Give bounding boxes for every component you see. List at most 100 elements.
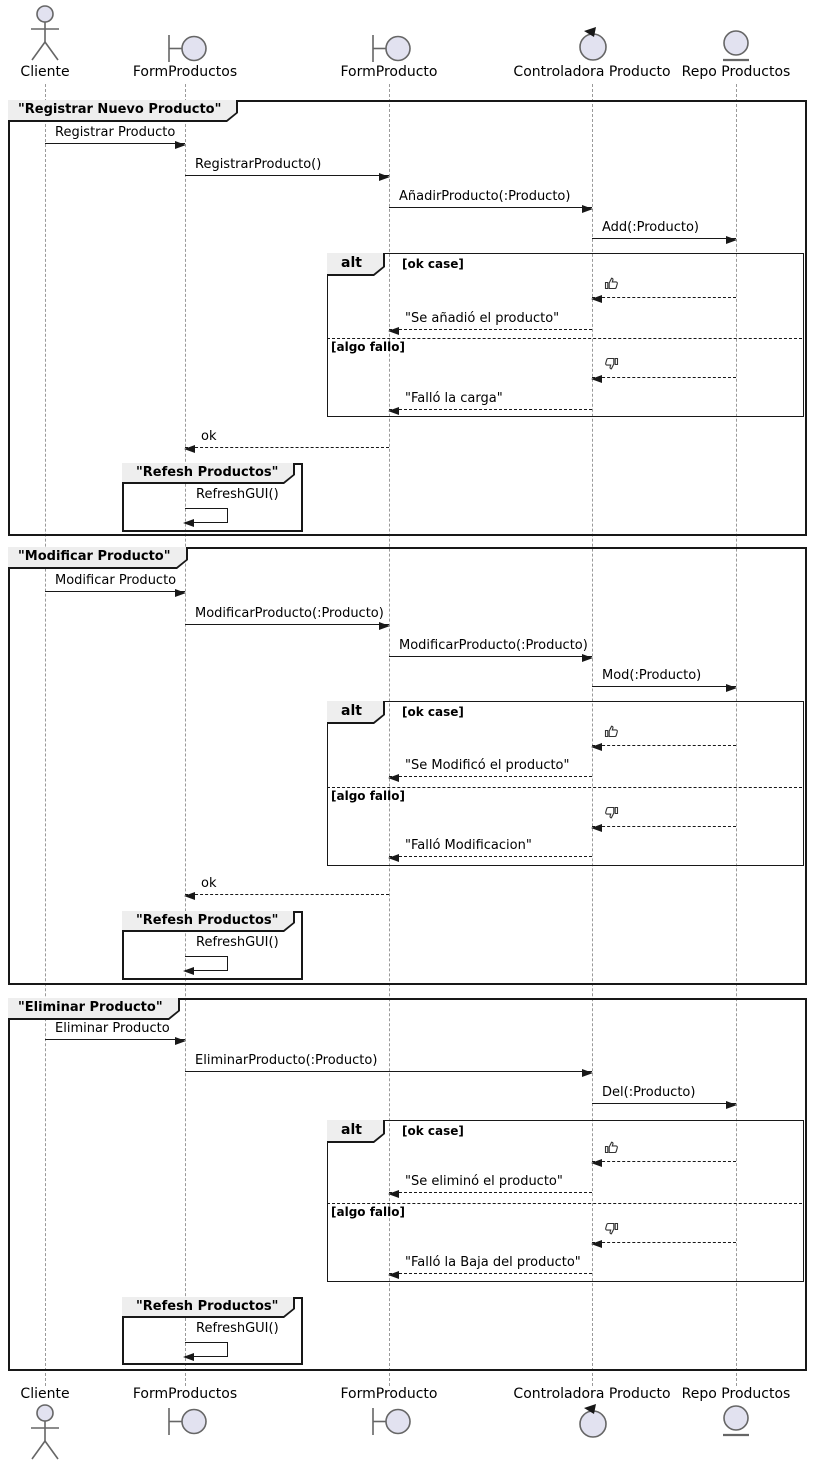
boundary-icon bbox=[370, 1406, 412, 1441]
self-message-loop bbox=[183, 1342, 228, 1361]
message-ok-ack: ok bbox=[184, 875, 389, 900]
alt-fragment bbox=[327, 701, 804, 866]
entity-icon bbox=[719, 1404, 753, 1442]
message-label: "Falló Modificacion" bbox=[405, 838, 532, 853]
message-label: AñadirProducto(:Producto) bbox=[399, 189, 571, 204]
thumbs-up-icon bbox=[604, 724, 619, 743]
message-fallo-baja: "Falló la Baja del producto" bbox=[388, 1254, 592, 1279]
arrowhead-right-icon bbox=[379, 622, 390, 630]
arrowhead-left-icon bbox=[183, 519, 194, 527]
alt-operator-tab: alt bbox=[327, 701, 385, 724]
thumbs-up-icon bbox=[604, 276, 619, 295]
alt-guard-fail: [algo fallo] bbox=[331, 340, 405, 354]
self-message-loop bbox=[183, 508, 228, 527]
arrowhead-left-icon bbox=[388, 1190, 399, 1198]
alt-fragment bbox=[327, 1120, 804, 1282]
arrowhead-right-icon bbox=[582, 205, 593, 213]
message-label: ModificarProducto(:Producto) bbox=[195, 606, 384, 621]
message-label: "Falló la Baja del producto" bbox=[405, 1255, 581, 1270]
message-label: "Se añadió el producto" bbox=[405, 311, 560, 326]
alt-divider bbox=[327, 1203, 802, 1204]
message-registrarproducto-call: RegistrarProducto() bbox=[185, 156, 390, 181]
message-label: ModificarProducto(:Producto) bbox=[399, 638, 588, 653]
message-label: "Falló la carga" bbox=[405, 391, 503, 406]
lifeline-cliente bbox=[45, 84, 46, 1386]
message-fallo-modificacion: "Falló Modificacion" bbox=[388, 837, 592, 862]
message-label: ok bbox=[201, 429, 217, 444]
message-result-ok bbox=[591, 1141, 736, 1167]
arrowhead-left-icon bbox=[183, 967, 194, 975]
message-result-fail bbox=[591, 1222, 736, 1248]
self-message-label: RefreshGUI() bbox=[196, 487, 279, 502]
message-label: Add(:Producto) bbox=[602, 220, 700, 235]
message-se-modifico: "Se Modificó el producto" bbox=[388, 757, 592, 782]
participant-label-formproductos: FormProductos bbox=[132, 64, 238, 80]
frame-eliminar-tab: "Eliminar Producto" bbox=[8, 998, 180, 1020]
arrowhead-right-icon bbox=[379, 173, 390, 181]
frame-title: "Modificar Producto" bbox=[18, 549, 171, 564]
arrowhead-right-icon bbox=[175, 589, 186, 597]
arrowhead-left-icon bbox=[591, 295, 602, 303]
arrowhead-left-icon bbox=[591, 824, 602, 832]
message-mod-call: Mod(:Producto) bbox=[592, 667, 737, 692]
participant-label-controladora: Controladora Producto bbox=[513, 64, 671, 80]
boundary-icon bbox=[166, 1406, 208, 1441]
message-label: Registrar Producto bbox=[55, 125, 176, 140]
arrowhead-right-icon bbox=[726, 1101, 737, 1109]
participant-label-formproducto: FormProducto bbox=[340, 64, 438, 80]
control-icon bbox=[577, 26, 609, 66]
message-se-anadio: "Se añadió el producto" bbox=[388, 310, 592, 335]
boundary-icon bbox=[370, 33, 412, 68]
group-refresh-tab: "Refesh Productos" bbox=[122, 1297, 295, 1318]
control-icon bbox=[577, 1403, 609, 1443]
message-label: EliminarProducto(:Producto) bbox=[195, 1053, 378, 1068]
group-title: "Refesh Productos" bbox=[136, 913, 279, 928]
alt-fragment bbox=[327, 253, 804, 417]
arrowhead-right-icon bbox=[175, 141, 186, 149]
message-result-ok bbox=[591, 724, 736, 751]
arrowhead-right-icon bbox=[582, 654, 593, 662]
entity-icon bbox=[719, 29, 753, 67]
message-label: Mod(:Producto) bbox=[602, 668, 702, 683]
self-message-loop bbox=[183, 956, 228, 975]
message-result-fail bbox=[591, 357, 736, 383]
arrowhead-left-icon bbox=[591, 1240, 602, 1248]
frame-eliminar bbox=[8, 998, 807, 1371]
participant-label-repo: Repo Productos bbox=[681, 64, 791, 80]
message-label: Modificar Producto bbox=[55, 573, 177, 588]
message-label: Eliminar Producto bbox=[55, 1021, 170, 1036]
participant-label-controladora: Controladora Producto bbox=[513, 1386, 671, 1402]
lifeline-controladora bbox=[592, 84, 593, 1386]
participant-label-formproductos: FormProductos bbox=[132, 1386, 238, 1402]
arrowhead-left-icon bbox=[183, 1353, 194, 1361]
group-title: "Refesh Productos" bbox=[136, 465, 279, 480]
message-label: "Se Modificó el producto" bbox=[405, 758, 570, 773]
alt-operator-tab: alt bbox=[327, 253, 385, 276]
message-anadirproducto-call: AñadirProducto(:Producto) bbox=[389, 188, 593, 213]
lifeline-formproductos bbox=[185, 84, 186, 1386]
group-title: "Refesh Productos" bbox=[136, 1299, 279, 1314]
message-modificar-producto: Modificar Producto bbox=[45, 572, 186, 597]
group-refresh-tab: "Refesh Productos" bbox=[122, 463, 295, 484]
frame-registrar-tab: "Registrar Nuevo Producto" bbox=[8, 100, 238, 122]
alt-operator: alt bbox=[341, 1122, 362, 1138]
actor-icon bbox=[25, 1403, 65, 1465]
alt-guard-ok: [ok case] bbox=[402, 705, 464, 719]
frame-title: "Registrar Nuevo Producto" bbox=[18, 102, 222, 117]
alt-operator-tab: alt bbox=[327, 1120, 385, 1143]
lifeline-formproducto bbox=[389, 84, 390, 1386]
message-registrar-producto: Registrar Producto bbox=[45, 124, 186, 149]
message-label: Del(:Producto) bbox=[602, 1085, 696, 1100]
alt-guard-fail: [algo fallo] bbox=[331, 789, 405, 803]
alt-guard-ok: [ok case] bbox=[402, 1124, 464, 1138]
frame-modificar-tab: "Modificar Producto" bbox=[8, 547, 188, 569]
message-eliminarproducto-call: EliminarProducto(:Producto) bbox=[185, 1052, 593, 1077]
message-label: RegistrarProducto() bbox=[195, 157, 322, 172]
arrowhead-left-icon bbox=[388, 1271, 399, 1279]
self-message-label: RefreshGUI() bbox=[196, 1321, 279, 1336]
arrowhead-right-icon bbox=[175, 1037, 186, 1045]
frame-modificar bbox=[8, 547, 807, 985]
message-del-call: Del(:Producto) bbox=[592, 1084, 737, 1109]
message-ok-ack: ok bbox=[184, 428, 389, 453]
participant-label-formproducto: FormProducto bbox=[340, 1386, 438, 1402]
